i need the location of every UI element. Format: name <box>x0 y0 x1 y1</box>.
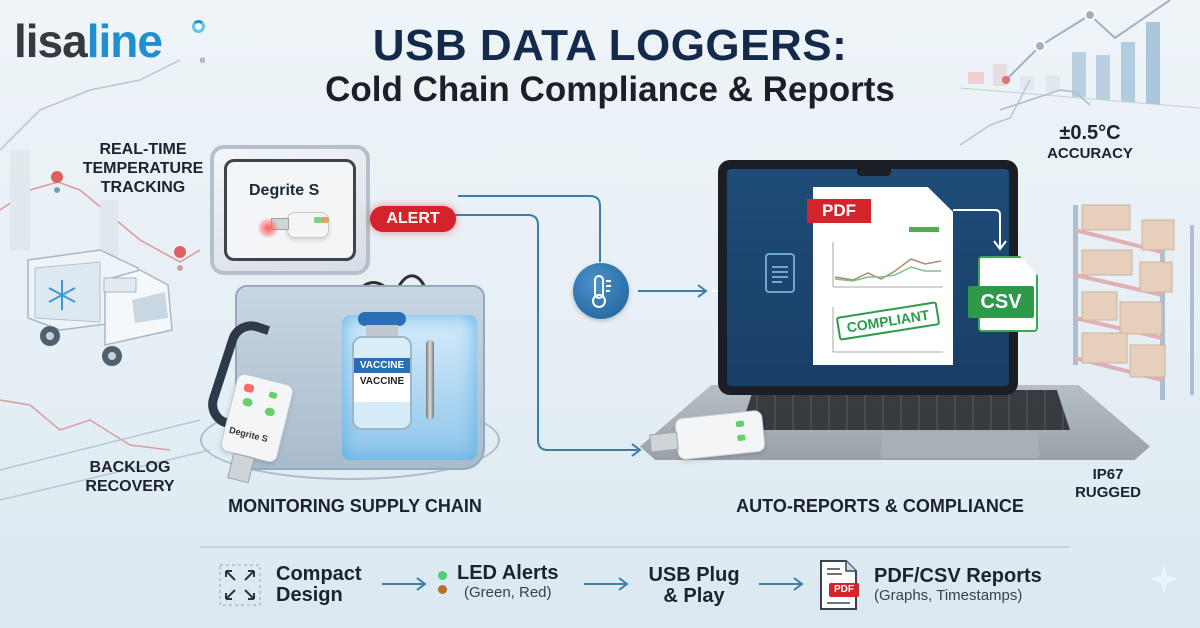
feature-title: LED Alerts <box>457 562 559 584</box>
registered-mark: ® <box>200 58 206 65</box>
led-dots-icon <box>438 571 447 594</box>
pdf-badge: PDF <box>807 199 871 223</box>
led-green <box>314 217 322 223</box>
vaccine-vial: VACCINE VACCINE <box>352 312 412 430</box>
rugged-label: RUGGED <box>1075 484 1141 501</box>
alert-badge: ALERT <box>370 206 456 232</box>
feature-compact-design: Compact Design <box>218 563 362 607</box>
led-orange <box>321 217 329 223</box>
refrigerated-truck-illustration <box>27 249 173 366</box>
pdf-to-csv-arrow <box>953 209 1007 251</box>
ip-rating: IP67 <box>1092 466 1124 483</box>
logo-text-dark: lisa <box>14 15 88 67</box>
section-label-monitoring: MONITORING SUPPLY CHAIN <box>228 496 482 516</box>
map-pin-icon <box>174 246 186 271</box>
alert-led-glow <box>258 218 278 238</box>
pdf-icon-tag: PDF <box>829 583 859 597</box>
callout-ip67-rugged: IP67 RUGGED <box>1068 466 1148 502</box>
thermometer-icon <box>573 263 629 319</box>
feature-title: USB Plug <box>648 564 740 586</box>
led-green <box>264 406 276 418</box>
usb-plug <box>649 431 679 453</box>
laptop-keyboard <box>740 390 1070 430</box>
callout-line: TEMPERATURE <box>82 160 204 178</box>
led-green <box>241 397 254 408</box>
laptop-trackpad <box>880 432 1040 458</box>
laptop-display: PDF COMPLIANT <box>727 169 1009 386</box>
arrow-right-icon <box>382 577 427 591</box>
led-green <box>735 420 745 428</box>
vial-body: VACCINE VACCINE <box>352 336 412 430</box>
laptop-notch <box>857 169 891 176</box>
section-label-auto-reports: AUTO-REPORTS & COMPLIANCE <box>736 496 1024 516</box>
logo-ring-icon <box>192 20 205 33</box>
map-pin-icon <box>51 171 63 193</box>
warehouse-shelf-illustration <box>1073 204 1194 400</box>
usb-logger-lid <box>287 212 329 238</box>
callout-line: BACKLOG <box>89 459 171 476</box>
feature-subtitle: (Green, Red) <box>463 584 552 601</box>
feature-subtitle: (Graphs, Timestamps) <box>874 586 1023 604</box>
expand-arrows-icon <box>219 564 261 606</box>
feature-title: PDF/CSV Reports <box>874 564 1042 587</box>
led-green <box>268 391 278 400</box>
logo-text-blue: line <box>86 15 163 67</box>
snowflake-icon <box>48 280 76 310</box>
led-red <box>243 383 255 394</box>
pdf-file-icon: PDF <box>818 559 860 611</box>
device-name-front: Degrite S <box>228 424 269 445</box>
cooler-lid: Degrite S <box>210 145 370 275</box>
document-icon <box>765 253 795 293</box>
vial-label-text: VACCINE <box>359 376 405 387</box>
vial-cap <box>358 312 406 326</box>
feature-pdf-csv-reports: PDF PDF/CSV Reports (Graphs, Timestamps) <box>818 559 1042 611</box>
vial-label: VACCINE VACCINE <box>354 358 410 402</box>
feature-title: & Play <box>663 585 725 607</box>
led-green <box>737 434 746 442</box>
callout-real-time-tracking: REAL-TIME TEMPERATURE TRACKING <box>68 140 218 198</box>
accuracy-label: ACCURACY <box>1047 145 1133 162</box>
feature-led-alerts: LED Alerts (Green, Red) <box>438 563 559 602</box>
laptop-screen: PDF COMPLIANT <box>718 160 1018 395</box>
csv-badge: CSV <box>968 286 1034 318</box>
page-subtitle: Cold Chain Compliance & Reports <box>325 70 895 109</box>
feature-divider <box>200 546 1070 548</box>
arrow-right-icon <box>584 577 629 591</box>
callout-line: REAL-TIME <box>99 141 187 158</box>
feature-usb-plug-play: USB Plug & Play <box>642 565 746 607</box>
callout-backlog-recovery: BACKLOG RECOVERY <box>70 458 190 496</box>
arrow-right-icon <box>759 577 804 591</box>
callout-line: RECOVERY <box>85 478 175 496</box>
temperature-probe <box>426 340 434 420</box>
accuracy-value: ±0.5°C <box>1059 122 1121 144</box>
feature-title: Design <box>276 584 343 606</box>
device-name-lid: Degrite S <box>249 182 320 199</box>
callout-line: TRACKING <box>100 179 186 197</box>
vial-label-band: VACCINE <box>354 358 410 373</box>
feature-title: Compact <box>276 563 362 585</box>
page-title: USB DATA LOGGERS: <box>372 21 848 70</box>
vial-neck <box>366 325 398 337</box>
callout-accuracy: ±0.5°C ACCURACY <box>1030 121 1150 163</box>
